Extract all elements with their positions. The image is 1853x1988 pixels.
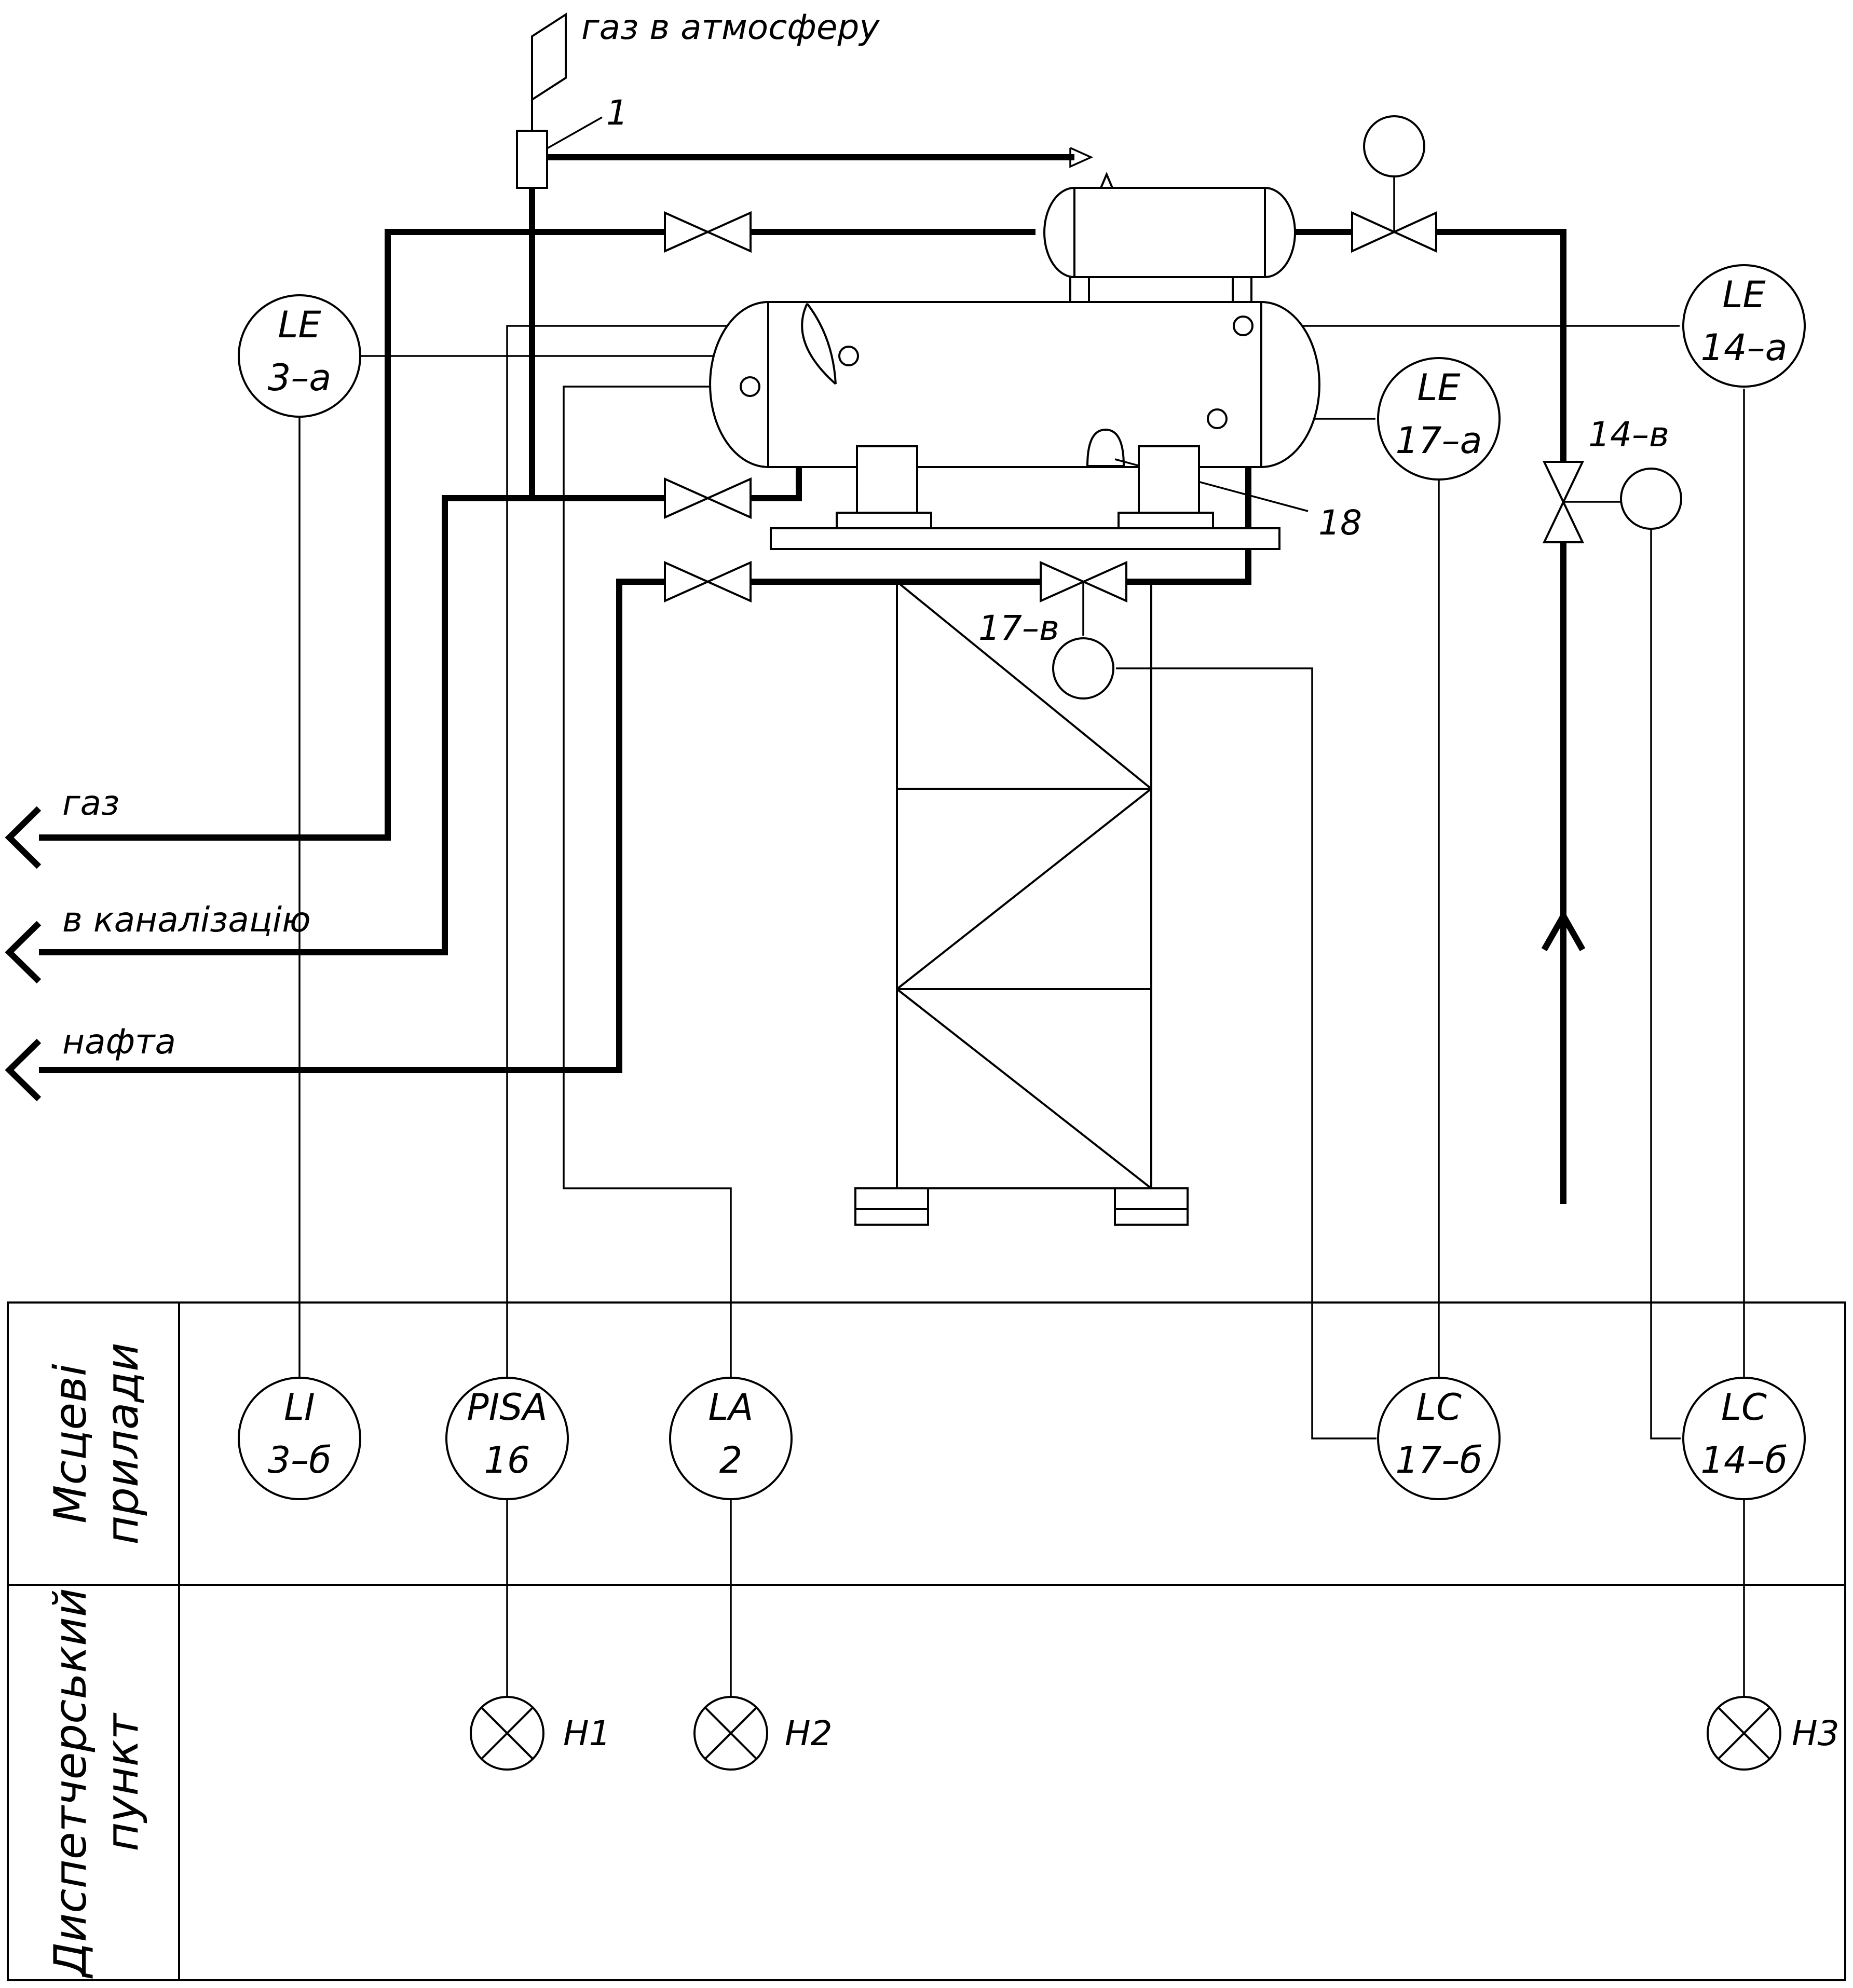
signal-lamp-h3[interactable]: H3	[1707, 1696, 1840, 1771]
vent-flag	[531, 12, 567, 102]
instrument-number: 2	[719, 1439, 743, 1482]
panel-instrument-pisa-16[interactable]: PISA 16	[445, 1377, 569, 1500]
instrument-code: LC	[1721, 1386, 1767, 1429]
svg-text:Мсцеві: Мсцеві	[45, 1364, 97, 1524]
gate-valve-sewer	[664, 477, 752, 519]
field-instrument-le-3a[interactable]: LE 3–а	[238, 294, 361, 418]
level-point-la2	[740, 376, 760, 397]
field-instrument-le-14a[interactable]: LE 14–а	[1682, 264, 1806, 388]
panel-instrument-li-3b[interactable]: LI 3–б	[238, 1377, 361, 1500]
level-point-17a	[1207, 408, 1228, 429]
callout-1-leader	[547, 116, 603, 149]
instrument-code: LA	[709, 1386, 754, 1429]
label-to-sewer: в каналізацію	[62, 900, 311, 940]
field-instrument-le-17a[interactable]: LE 17–а	[1377, 357, 1501, 481]
svg-text:прилади: прилади	[97, 1342, 148, 1545]
instrument-code: LE	[1417, 366, 1461, 409]
vent-element-1	[516, 130, 548, 189]
flow-arrows	[5, 147, 1586, 1102]
platform	[770, 527, 1280, 550]
gas-outlet-arrow	[5, 806, 42, 869]
instrument-number: 3–б	[268, 1439, 332, 1482]
oil-outlet-arrow	[5, 1038, 42, 1102]
top-valve-actuator	[1363, 115, 1425, 177]
instrument-code: PISA	[467, 1386, 547, 1429]
panel-instrument-lc-14b[interactable]: LC 14–б	[1682, 1377, 1806, 1500]
instrument-number: 3–а	[268, 357, 331, 399]
signal-lamp-h2[interactable]: H2	[693, 1696, 833, 1771]
callout-1: 1	[606, 93, 628, 133]
float-18	[1086, 428, 1125, 467]
control-valve-top	[1351, 115, 1437, 253]
svg-text:пункт: пункт	[97, 1712, 148, 1851]
lamp-label: H3	[1792, 1713, 1840, 1753]
label-gas-to-atmosphere: газ в атмосферу	[581, 7, 880, 47]
control-panel-table: Мсцеві прилади Диспетчерський пункт	[7, 1301, 1846, 1981]
signal-lamp-h1[interactable]: H1	[470, 1696, 611, 1771]
svg-text:Диспетчерський: Диспетчерський	[45, 1588, 97, 1979]
feed-inlet-arrow	[1541, 909, 1586, 951]
level-point-3a	[838, 346, 859, 366]
instrument-number: 16	[484, 1439, 530, 1482]
small-separator	[1043, 187, 1296, 278]
instrument-number: 17–б	[1395, 1439, 1482, 1482]
callout-14v: 14–в	[1588, 415, 1669, 455]
panel-instrument-lc-17b[interactable]: LC 17–б	[1377, 1377, 1501, 1500]
lamp-label: H1	[563, 1713, 611, 1753]
instrument-code: LE	[278, 304, 321, 346]
instrument-number: 14–б	[1700, 1439, 1787, 1482]
gate-valve-oil	[664, 560, 752, 603]
row-title-local-devices: Мсцеві прилади	[45, 1342, 148, 1545]
instrument-number: 14–а	[1701, 326, 1788, 369]
level-point-14a	[1233, 316, 1254, 336]
equipment	[516, 12, 1320, 1226]
panel-instrument-la-2[interactable]: LA 2	[669, 1377, 793, 1500]
gate-valve-gas	[664, 211, 752, 253]
instrument-code: LC	[1416, 1386, 1462, 1429]
valve-17v-actuator	[1052, 637, 1114, 700]
sewer-outlet-arrow	[5, 921, 42, 984]
process-pipelines	[39, 154, 1566, 1204]
label-gas: газ	[62, 783, 119, 823]
valve-14v-actuator	[1620, 468, 1682, 530]
labels: газ в атмосферу газ в каналізацію нафта …	[62, 7, 1669, 1062]
instrument-code: LE	[1722, 273, 1766, 316]
label-oil: нафта	[62, 1022, 176, 1062]
gas-to-top-arrow	[1069, 147, 1094, 168]
support-frame	[854, 581, 1189, 1226]
instrument-code: LI	[284, 1386, 315, 1429]
row-title-dispatch-point: Диспетчерський пункт	[45, 1588, 148, 1979]
valves	[664, 115, 1682, 700]
control-valve-17v	[1040, 560, 1127, 700]
callout-18: 18	[1318, 503, 1362, 543]
callout-17v: 17–в	[978, 608, 1059, 648]
lamp-label: H2	[785, 1713, 833, 1753]
instrument-number: 17–а	[1396, 419, 1482, 462]
control-valve-14v	[1542, 461, 1682, 543]
